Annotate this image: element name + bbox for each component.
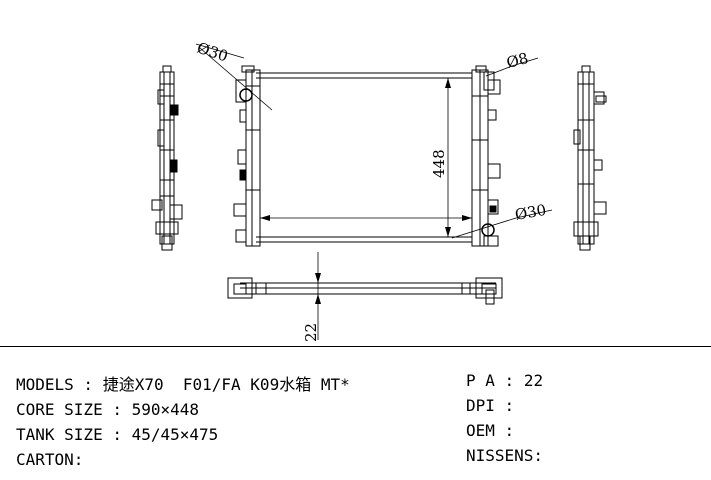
front-view bbox=[233, 65, 501, 247]
pa-row: P A : 22 bbox=[466, 371, 544, 390]
outlet-diameter-label: Ø30 bbox=[514, 201, 548, 224]
dimension-lines bbox=[195, 43, 553, 340]
inlet-diameter-label: Ø30 bbox=[195, 39, 230, 66]
right-side-view bbox=[573, 65, 607, 251]
small-diameter-label: Ø8 bbox=[505, 49, 531, 72]
dpi-row: DPI : bbox=[466, 396, 524, 415]
pa-label: P A bbox=[466, 371, 495, 390]
tank-thickness-label: 22 bbox=[302, 323, 320, 342]
models-value: 捷途X70 F01/FA K09水箱 MT* bbox=[102, 375, 350, 394]
dpi-label: DPI bbox=[466, 396, 495, 415]
bottom-view bbox=[227, 277, 503, 305]
pa-value: 22 bbox=[523, 371, 544, 390]
models-label: MODELS bbox=[16, 375, 74, 394]
separator-line bbox=[0, 346, 711, 347]
tank-size-label: TANK SIZE bbox=[16, 425, 103, 444]
tank-size-value: 45/45×475 bbox=[131, 425, 219, 444]
tank-size-row: TANK SIZE : 45/45×475 bbox=[16, 425, 219, 444]
carton-row: CARTON: bbox=[16, 447, 350, 472]
core-size-value: 590×448 bbox=[131, 400, 200, 419]
spec-list-right: P A : 22 DPI : OEM : NISSENS: bbox=[466, 368, 543, 468]
spec-list-left: MODELS : 捷途X70 F01/FA K09水箱 MT* CORE SIZ… bbox=[16, 372, 350, 472]
radiator-technical-drawing: Ø30 Ø8 Ø30 448 22 bbox=[151, 39, 607, 342]
oem-label: OEM bbox=[466, 421, 495, 440]
nissens-row: NISSENS: bbox=[466, 443, 543, 468]
nissens-label: NISSENS: bbox=[466, 446, 544, 465]
core-size-row: CORE SIZE : 590×448 bbox=[16, 400, 200, 419]
core-height-label: 448 bbox=[430, 149, 448, 178]
models-row: MODELS : 捷途X70 F01/FA K09水箱 MT* bbox=[16, 375, 350, 394]
core-size-label: CORE SIZE bbox=[16, 400, 103, 419]
left-side-view bbox=[151, 65, 183, 251]
oem-row: OEM : bbox=[466, 421, 524, 440]
carton-label: CARTON: bbox=[16, 450, 84, 469]
